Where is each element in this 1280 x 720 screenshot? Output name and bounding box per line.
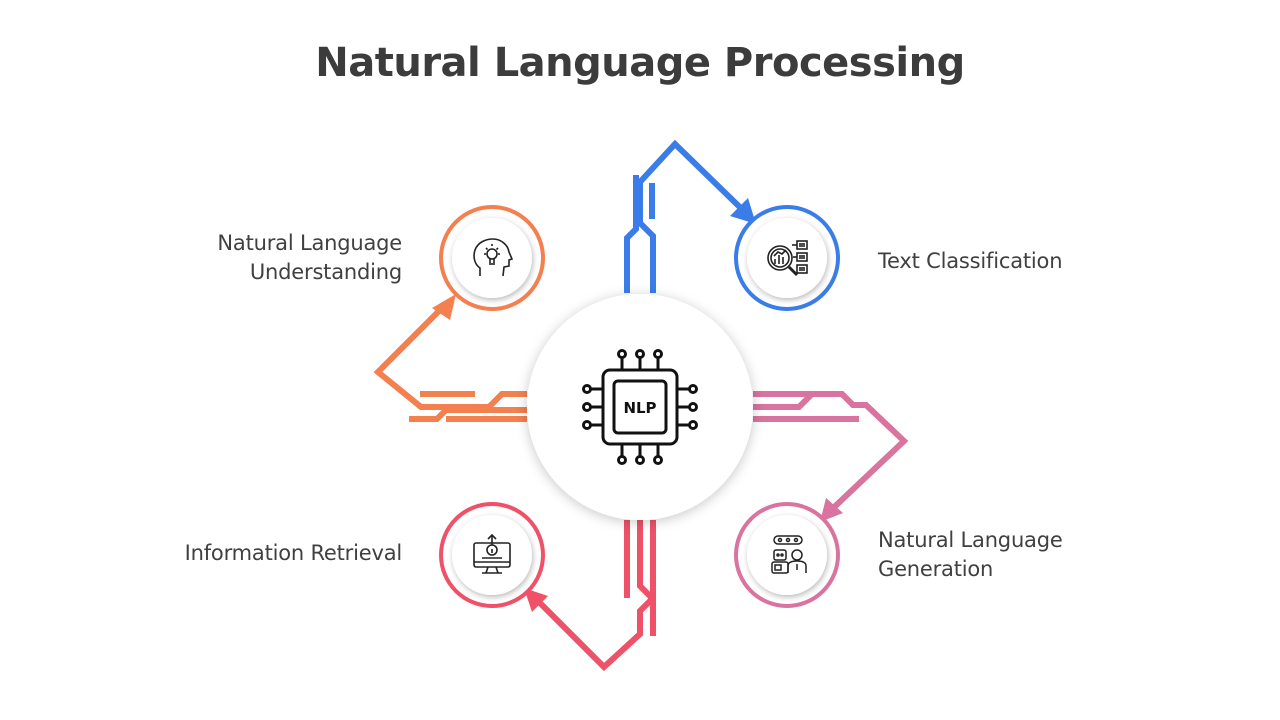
- red-arrow-path: [532, 520, 656, 672]
- blue-arrowhead: [730, 198, 756, 224]
- label-nlu-line-2: Understanding: [249, 260, 402, 284]
- blue-arrow-path: [637, 139, 753, 293]
- center-circle: [527, 294, 753, 520]
- label-information-retrieval-line-1: Information Retrieval: [184, 541, 403, 565]
- label-nlu-line-1: Natural Language: [217, 231, 402, 255]
- node-nlu-inner: [452, 218, 532, 298]
- pink-arrowhead: [820, 498, 843, 522]
- label-text-classification: Text Classification: [878, 247, 1063, 276]
- orange-arrowhead: [432, 294, 456, 320]
- blue-circuit-lines: [624, 139, 753, 293]
- node-information-retrieval: [439, 502, 545, 608]
- node-nlu: [439, 205, 545, 311]
- orange-trace: [409, 407, 527, 422]
- node-nlg: [734, 502, 840, 608]
- head-lightbulb-icon: [473, 238, 514, 277]
- label-information-retrieval: Information Retrieval: [184, 539, 403, 568]
- red-arrowhead: [524, 588, 548, 612]
- label-nlg: Natural Language Generation: [878, 526, 1063, 584]
- label-nlu: Natural Language Understanding: [217, 229, 402, 287]
- red-trace: [637, 520, 656, 636]
- robot-person-icon: [771, 535, 807, 574]
- label-text-classification-line-1: Text Classification: [878, 249, 1063, 273]
- page-title: Natural Language Processing: [315, 40, 965, 86]
- label-nlg-line-1: Natural Language: [878, 528, 1063, 552]
- orange-circuit-lines: [373, 301, 527, 422]
- nlp-chip-icon: [582, 349, 698, 465]
- blue-trace: [624, 175, 639, 293]
- pink-circuit-lines: [753, 391, 909, 515]
- node-nlg-inner: [747, 515, 827, 595]
- node-text-classification: [734, 205, 840, 311]
- red-circuit-lines: [532, 520, 656, 672]
- pink-arrow-path: [753, 391, 909, 515]
- monitor-info-icon: [473, 533, 511, 574]
- chip-label: NLP: [623, 399, 656, 417]
- node-text-classification-inner: [747, 218, 827, 298]
- label-nlg-line-2: Generation: [878, 557, 994, 581]
- magnifier-chart-icon: [767, 240, 808, 277]
